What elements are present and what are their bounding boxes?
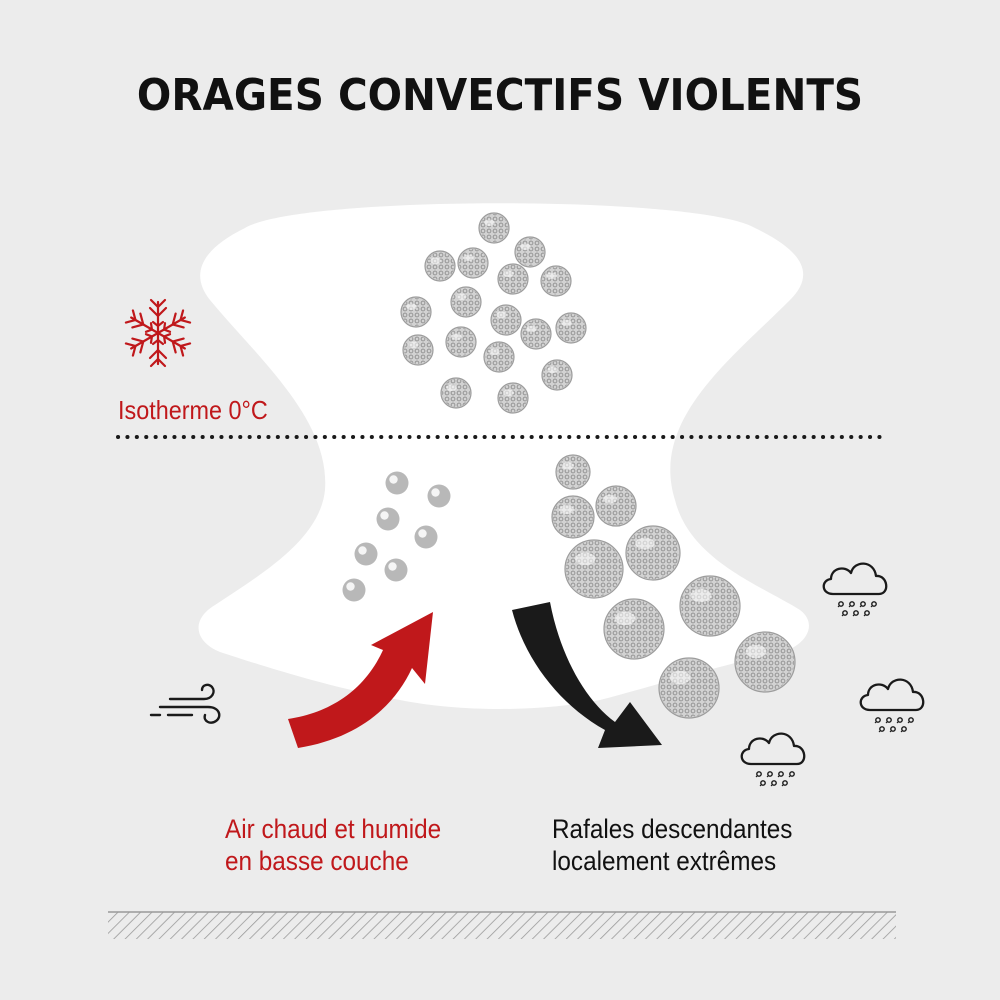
large-hailstone — [679, 575, 741, 637]
droplet — [384, 558, 408, 582]
hail-particle — [478, 212, 510, 244]
droplet — [342, 578, 366, 602]
hail-particle — [440, 377, 472, 409]
droplet — [385, 471, 409, 495]
large-hailstone — [625, 525, 681, 581]
warm-air-label: Air chaud et humide en basse couche — [225, 813, 441, 877]
hail-particle — [400, 296, 432, 328]
snowflake-icon — [124, 298, 192, 368]
large-hailstone — [551, 495, 595, 539]
droplet — [414, 525, 438, 549]
droplet — [354, 542, 378, 566]
large-hailstone — [555, 454, 591, 490]
hail-particle — [555, 312, 587, 344]
large-hailstone — [603, 598, 665, 660]
hail-particle — [402, 334, 434, 366]
large-hailstone — [658, 657, 720, 719]
upper-hail-group — [400, 212, 587, 414]
wind-icon — [149, 683, 221, 724]
downdraft-arrow — [512, 602, 662, 748]
hail-particle — [424, 250, 456, 282]
page-title: ORAGES CONVECTIFS VIOLENTS — [136, 70, 864, 121]
large-hailstone — [734, 631, 796, 693]
hail-particle — [450, 286, 482, 318]
hail-particle — [457, 247, 489, 279]
downdraft-label: Rafales descendantes localement extrêmes — [552, 813, 792, 877]
hail-cloud-icon — [822, 562, 888, 617]
droplet-group — [342, 471, 451, 602]
large-hail-group — [551, 454, 796, 719]
warm-air-line-2: en basse couche — [225, 846, 409, 876]
downdraft-line-1: Rafales descendantes — [552, 814, 793, 844]
hail-particle — [497, 263, 529, 295]
updraft-arrow — [288, 612, 433, 748]
large-hailstone — [564, 539, 624, 599]
hail-particle — [483, 341, 515, 373]
hail-particle — [490, 304, 522, 336]
hail-particle — [514, 236, 546, 268]
hail-particle — [497, 382, 529, 414]
isotherm-label: Isotherme 0°C — [118, 395, 268, 425]
ground-hatch — [108, 912, 896, 939]
hail-cloud-icon — [740, 732, 806, 787]
droplet — [427, 484, 451, 508]
warm-air-line-1: Air chaud et humide — [225, 814, 442, 844]
hail-particle — [445, 326, 477, 358]
hail-cloud-icon — [859, 678, 925, 733]
droplet — [376, 507, 400, 531]
downdraft-line-2: localement extrêmes — [552, 846, 777, 876]
hail-particle — [540, 265, 572, 297]
hail-particle — [520, 318, 552, 350]
hail-particle — [541, 359, 573, 391]
large-hailstone — [595, 485, 637, 527]
